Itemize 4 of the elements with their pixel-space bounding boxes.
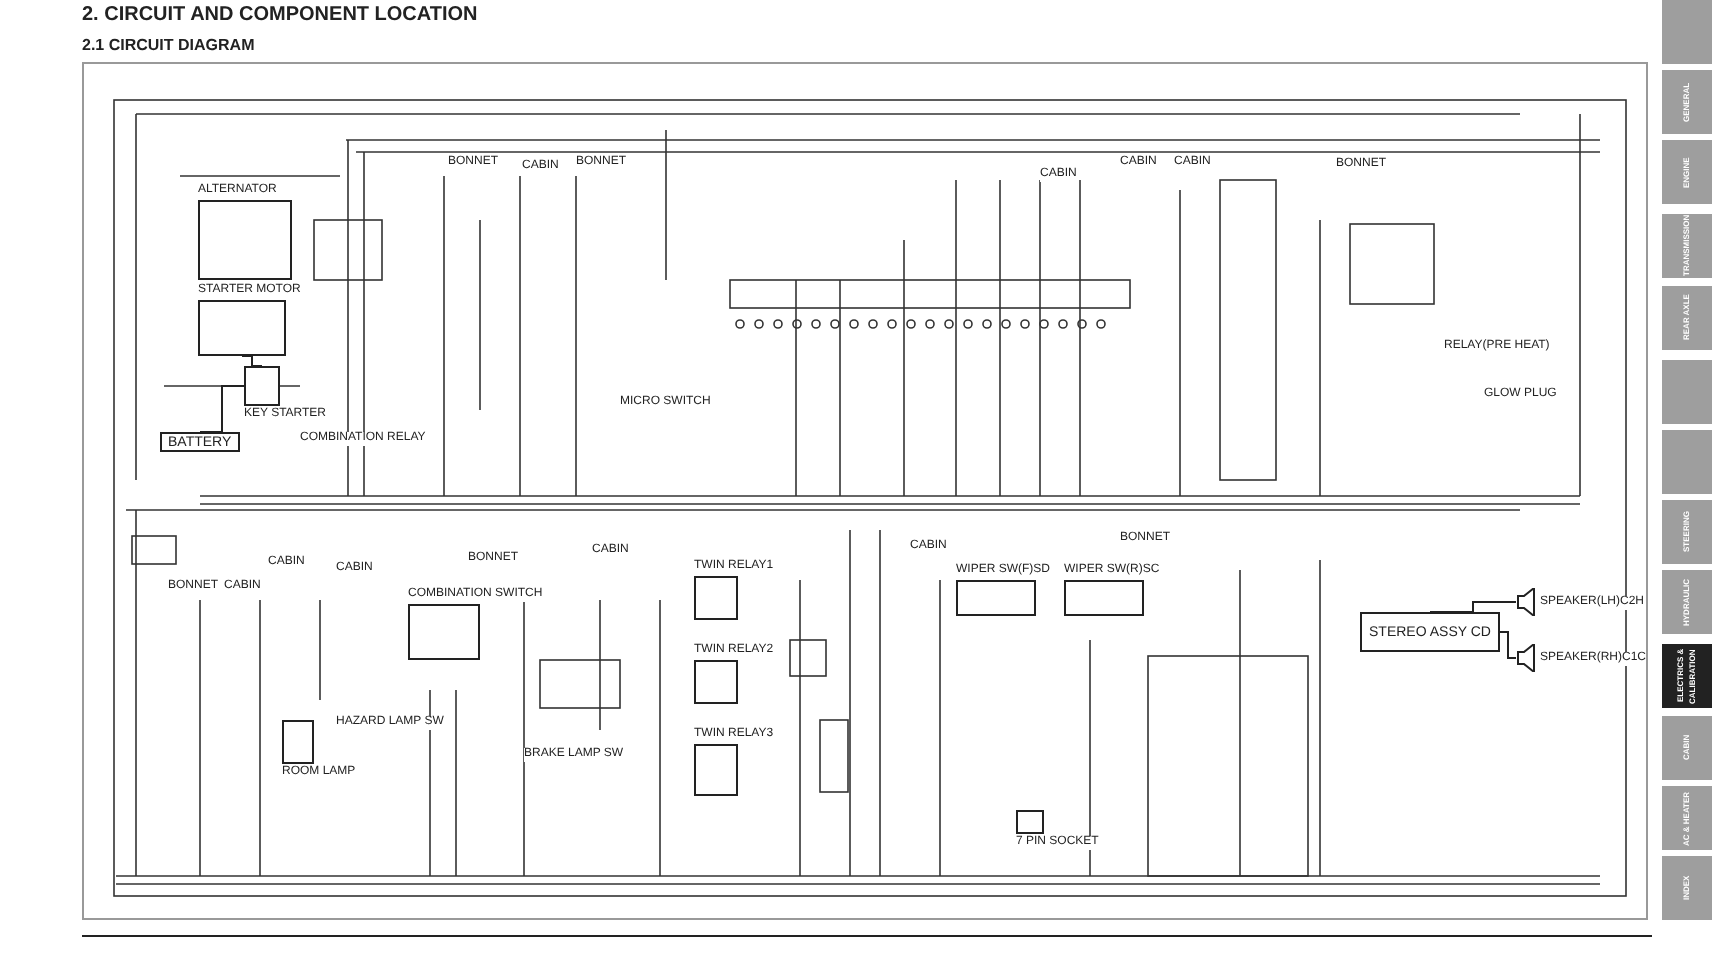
section-subheading: 2.1 CIRCUIT DIAGRAM bbox=[82, 36, 255, 56]
wire bbox=[1429, 601, 1517, 613]
wire bbox=[199, 385, 245, 433]
wire bbox=[1499, 631, 1517, 659]
